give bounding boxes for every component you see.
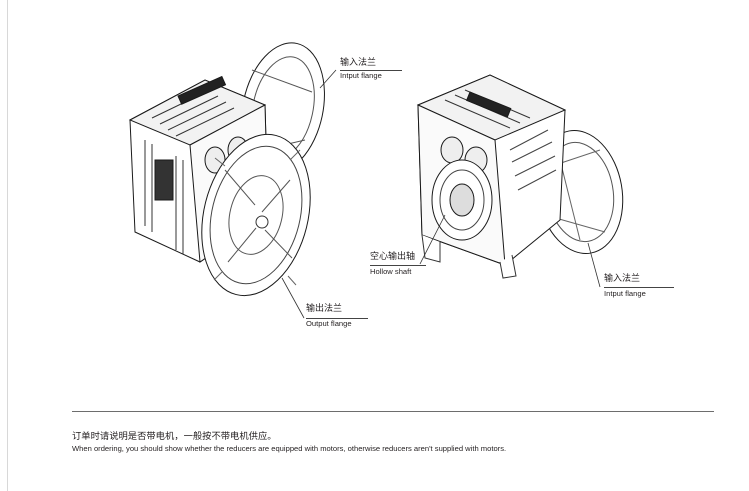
- callout-rule: [604, 287, 674, 288]
- callout-input-flange-right-cn: 输入法兰: [604, 274, 641, 284]
- callout-hollow-shaft-en: Hollow shaft: [370, 267, 412, 276]
- leader-input-flange-left: [319, 69, 337, 89]
- callout-output-flange: 输出法兰 Output flange: [306, 304, 368, 329]
- callout-rule: [370, 265, 426, 266]
- leader-input-flange-right: [587, 242, 601, 288]
- note-divider: [72, 411, 714, 412]
- callout-input-flange-left-cn: 输入法兰: [340, 58, 377, 68]
- callout-input-flange-right: 输入法兰 Intput flange: [604, 274, 674, 299]
- leader-lines: [281, 69, 601, 319]
- gearbox-illustrations: [128, 42, 624, 319]
- page-edge-line: [7, 0, 8, 491]
- callout-rule: [340, 70, 402, 71]
- callout-hollow-shaft-cn: 空心输出轴: [370, 252, 416, 262]
- callout-input-flange-left-en: Intput flange: [340, 71, 382, 80]
- order-note-en: When ordering, you should show whether t…: [72, 444, 507, 453]
- callout-output-flange-en: Output flange: [306, 319, 352, 328]
- callout-hollow-shaft: 空心输出轴 Hollow shaft: [370, 252, 426, 277]
- leader-hollow-shaft: [419, 214, 446, 265]
- leader-output-flange: [281, 277, 305, 319]
- right-gearbox-drawing: [416, 74, 624, 279]
- callout-input-flange-right-en: Intput flange: [604, 289, 646, 298]
- callout-input-flange-left: 输入法兰 Intput flange: [340, 58, 402, 81]
- callout-rule: [306, 318, 368, 319]
- order-note-cn: 订单时请说明是否带电机，一般按不带电机供应。: [72, 431, 277, 442]
- callout-output-flange-cn: 输出法兰: [306, 304, 343, 314]
- left-gearbox-drawing: [128, 42, 325, 297]
